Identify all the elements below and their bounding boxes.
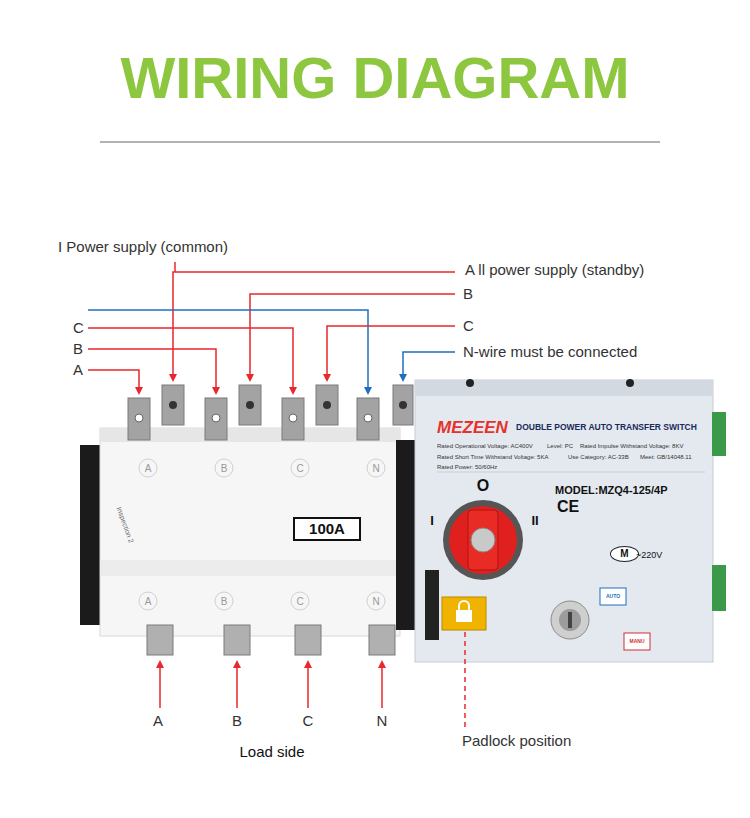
terminal-letter: C (296, 596, 303, 607)
phase-label: B (73, 341, 83, 358)
terminal-letter: C (296, 463, 303, 474)
phase-label: C (303, 713, 314, 730)
motor-symbol: M (610, 546, 639, 562)
phase-label: C (73, 320, 84, 337)
product-name: DOUBLE POWER AUTO TRANSFER SWITCH (516, 423, 697, 432)
supply-label: A ll power supply (standby) (465, 262, 644, 279)
note-label: N-wire must be connected (463, 344, 637, 361)
rating-text: Rated Short Time Withstand Voltage: 5KA (437, 454, 548, 461)
switch-position: I (430, 514, 434, 528)
diagram-title: WIRING DIAGRAM (120, 46, 629, 110)
node-text: M (615, 548, 634, 560)
switch-position: II (531, 514, 538, 528)
phase-label: A (153, 713, 163, 730)
switch-position: O (477, 477, 489, 495)
rating-plate: 100A (293, 517, 361, 541)
phase-label: N (377, 713, 388, 730)
terminal-letter: N (372, 596, 379, 607)
model-number: MODEL:MZQ4-125/4P (555, 484, 667, 496)
brand-name: MEZEEN (437, 419, 508, 438)
phase-label: A (73, 362, 83, 379)
callout-label: Padlock position (462, 733, 571, 750)
phase-label: B (463, 286, 473, 303)
terminal-letter: A (145, 596, 152, 607)
rating-text: Level: PC (547, 443, 573, 450)
callout-label: Load side (239, 744, 304, 761)
rating-text: Rated Power: 50/60Hz (437, 464, 497, 471)
terminal-letter: B (221, 596, 228, 607)
supply-label: I Power supply (common) (58, 239, 228, 256)
terminal-letter: N (372, 463, 379, 474)
rating-text: Rated Operational Voltage: AC400V (437, 443, 533, 450)
phase-label: C (463, 318, 474, 335)
ce-mark: CE (557, 498, 579, 516)
terminal-letter: A (145, 463, 152, 474)
mode-icon-text: AUTO (606, 594, 620, 600)
mode-icon-text: MANU (630, 639, 645, 645)
rating-text: Rated Impulse Withstand Voltage: 8KV (580, 443, 683, 450)
rating-text: Meet: GB/14048.11 (640, 454, 692, 461)
terminal-letter: B (221, 463, 228, 474)
node-text: 100A (301, 520, 353, 538)
rating-text: Use Category: AC-33B (568, 454, 629, 461)
voltage-label: ~220V (636, 551, 662, 561)
phase-label: B (232, 713, 242, 730)
